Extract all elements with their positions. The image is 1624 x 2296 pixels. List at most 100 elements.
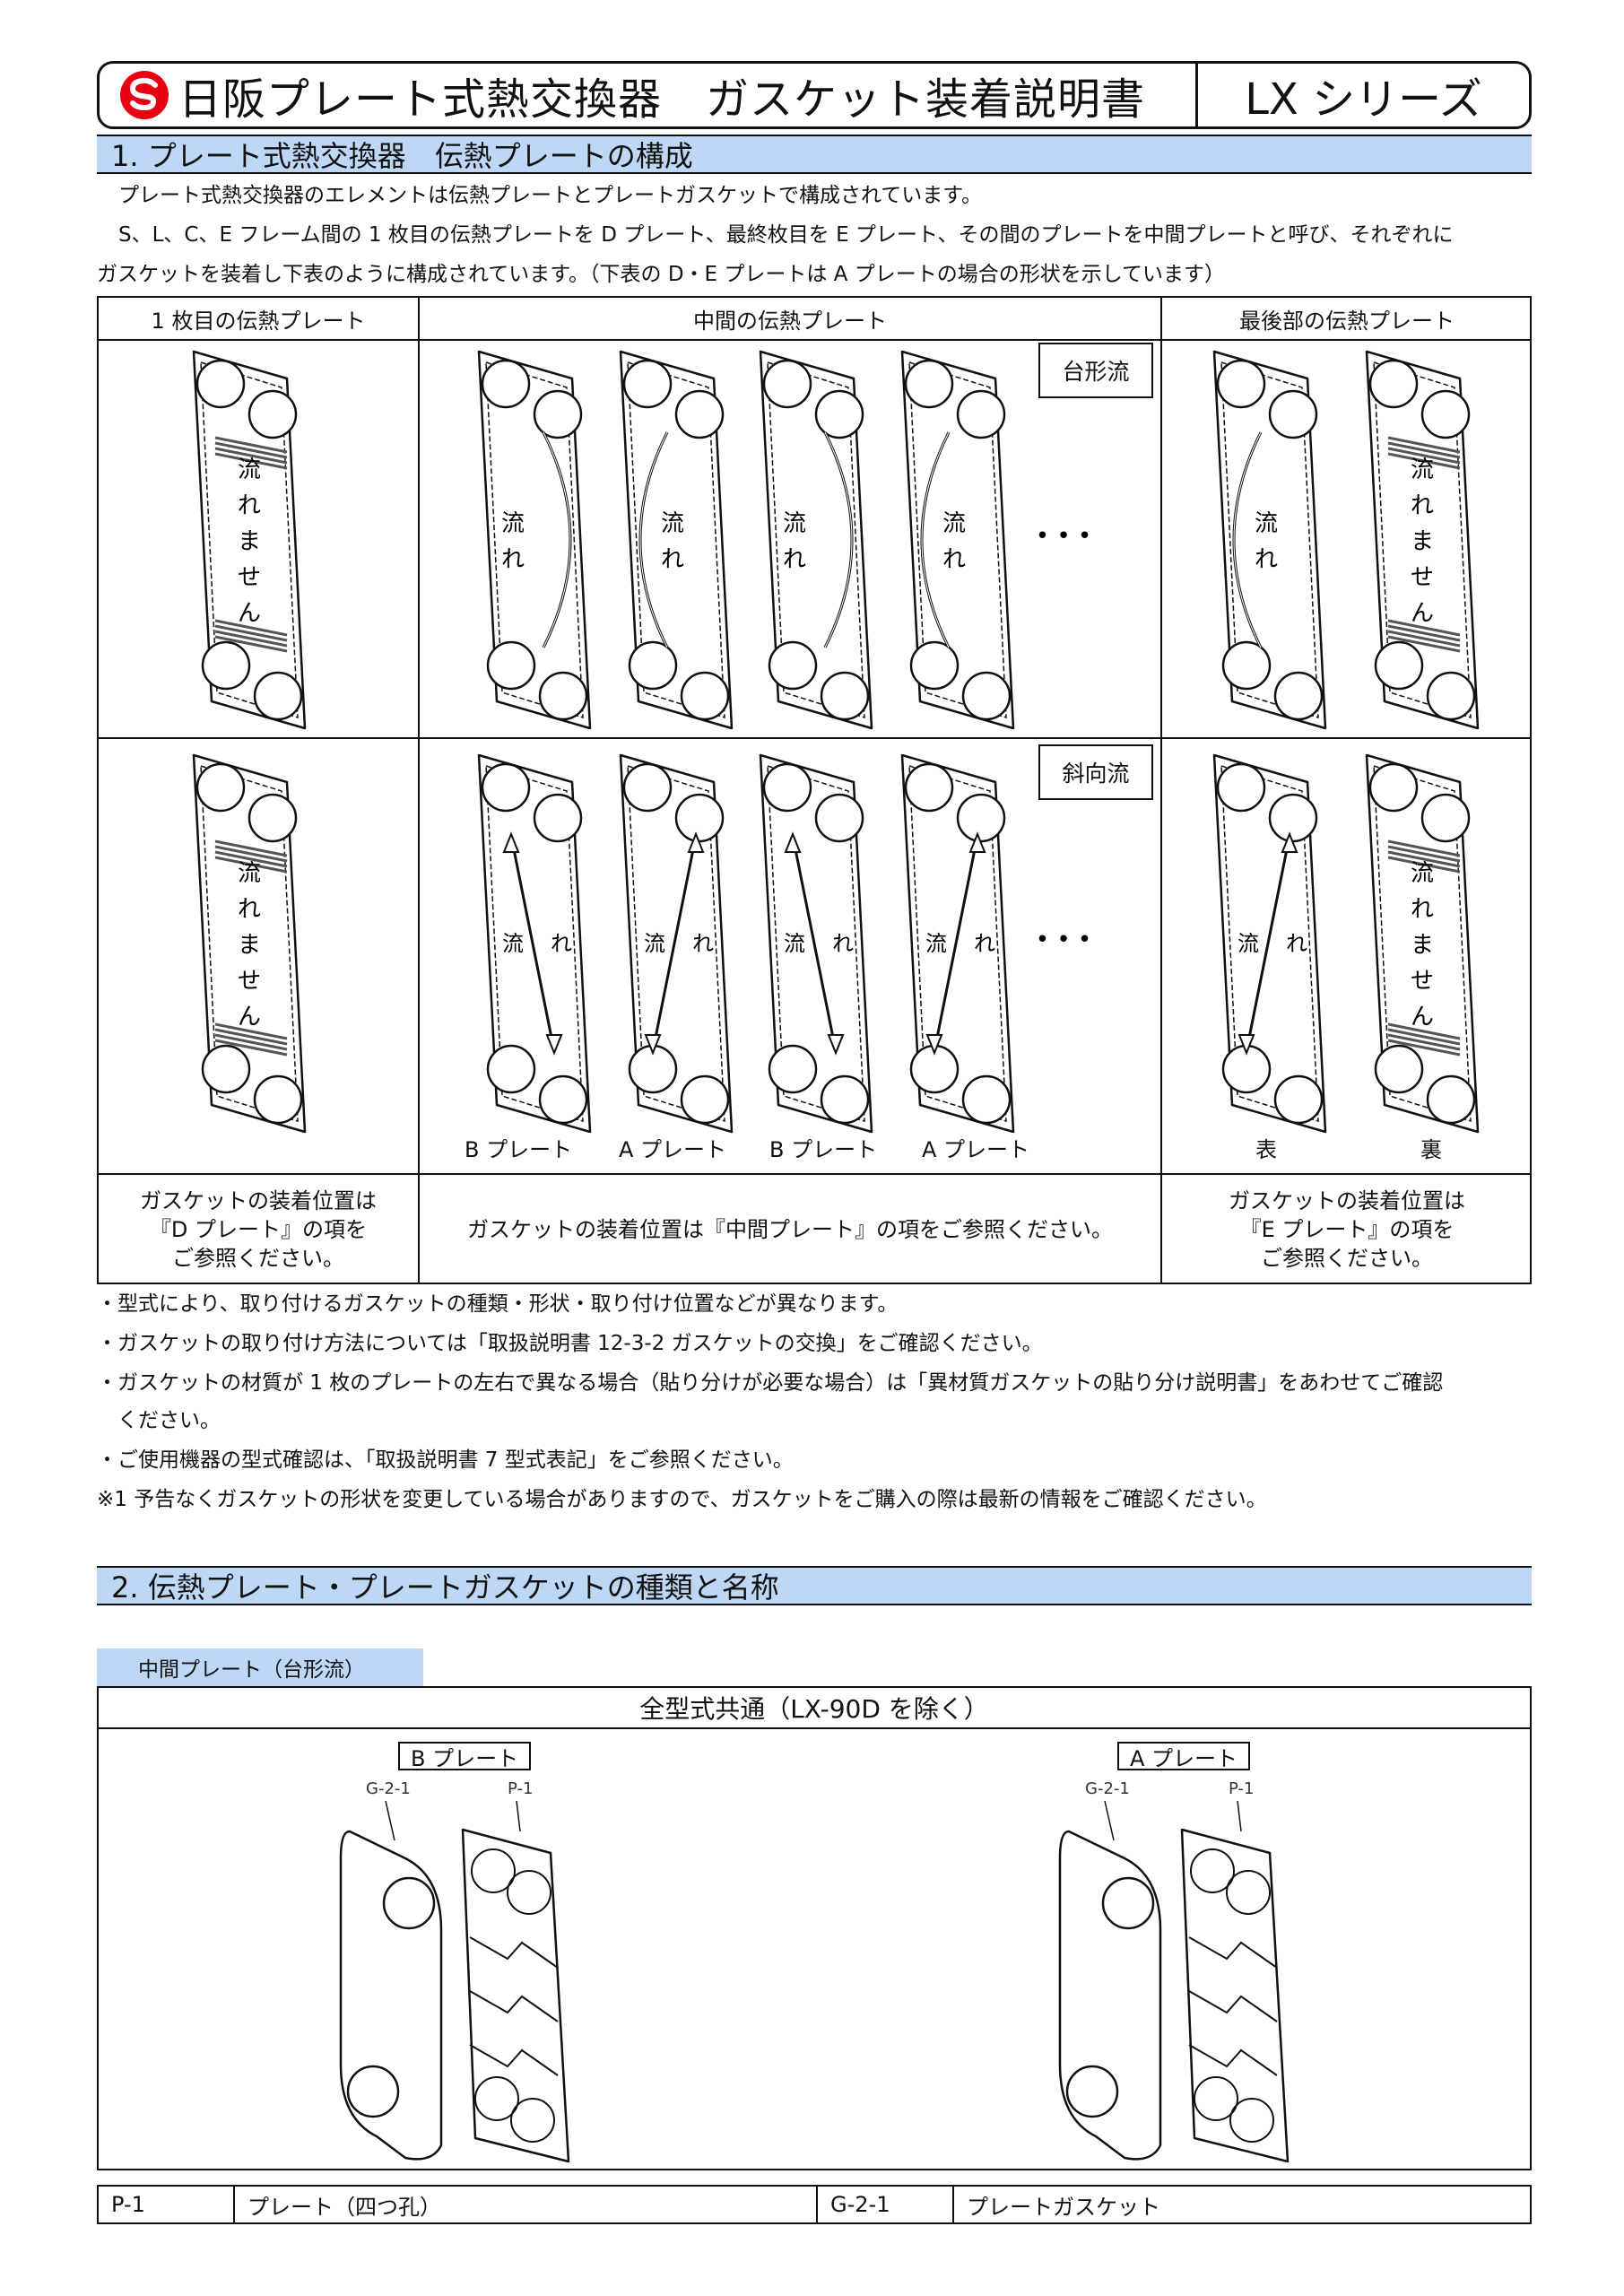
leader-line: [516, 1800, 521, 1832]
plate-four-hole: [1180, 1828, 1290, 2163]
no-flow-label: せ: [238, 564, 261, 591]
heat-transfer-plate: 流れ: [900, 753, 1015, 1134]
plate-label: B プレート: [465, 1137, 573, 1162]
legend-divider: [816, 2187, 818, 2222]
plate-diagrams: 流れません流れ流れ流れ流れ• • •流れ流れません流れません流れ流れ流れ流れ• …: [192, 350, 1480, 1134]
header-first-plate: 1 枚目の伝熱プレート: [151, 308, 366, 334]
intro-paragraph-2b: ガスケットを装着し下表のように構成されています。（下表の D・E プレートは A…: [97, 263, 1226, 286]
heat-transfer-plate: 流れ: [619, 753, 734, 1134]
no-flow-label: れ: [238, 896, 261, 923]
document-title: 日阪プレート式熱交換器 ガスケット装着説明書: [178, 74, 1146, 125]
plate-label: A プレート: [619, 1137, 727, 1162]
flow-label: れ: [832, 931, 854, 956]
flow-label: れ: [942, 546, 966, 573]
legend-name: プレートガスケット: [967, 2194, 1160, 2220]
note-middle-plate: ガスケットの装着位置は『中間プレート』の項をご参照ください。: [467, 1217, 1113, 1242]
intro-paragraph-2a: S、L、C、E フレーム間の 1 枚目の伝熱プレートを D プレート、最終枚目を…: [118, 223, 1454, 247]
no-flow-label: ん: [238, 1004, 261, 1031]
legend-divider: [233, 2187, 235, 2222]
b-plate-label: B プレート: [398, 1742, 532, 1771]
flow-label: 流: [502, 931, 524, 956]
leader-line: [1237, 1800, 1242, 1832]
note-first-plate: ガスケットの装着位置は 『D プレート』の項を ご参照ください。: [140, 1188, 377, 1271]
plate-configuration-table: 1 枚目の伝熱プレート 中間の伝熱プレート 最後部の伝熱プレート 台形流 斜向流…: [97, 296, 1532, 1284]
table-row-divider: [99, 1173, 1530, 1175]
no-flow-label: ん: [238, 600, 261, 627]
plate-code-label: P-1: [1229, 1779, 1255, 1798]
flow-type-tag-trapezoid: 台形流: [1038, 343, 1153, 398]
gasket-code-label: G-2-1: [366, 1779, 411, 1798]
no-flow-label: ま: [1411, 528, 1434, 555]
flow-label: 流: [501, 510, 525, 537]
plate-gasket: [339, 1830, 443, 2161]
no-flow-label: ん: [1411, 1004, 1434, 1031]
section1-heading: 1. プレート式熱交換器 伝熱プレートの構成: [97, 135, 1532, 174]
note-item: ・ガスケットの材質が 1 枚のプレートの左右で異なる場合（貼り分けが必要な場合）…: [97, 1371, 1444, 1395]
legend-code: P-1: [111, 2192, 145, 2217]
heat-transfer-plate: 流れ: [759, 350, 873, 730]
legend-divider: [952, 2187, 954, 2222]
note-item: ・型式により、取り付けるガスケットの種類・形状・取り付け位置などが異なります。: [97, 1292, 899, 1316]
heat-transfer-plate: 流れ: [1212, 753, 1327, 1134]
no-flow-label: れ: [238, 492, 261, 519]
table-row-divider: [99, 339, 1530, 341]
note-item: ください。: [97, 1409, 221, 1432]
parts-legend: P-1 プレート（四つ孔） G-2-1 プレートガスケット: [97, 2185, 1532, 2224]
flow-label: れ: [1255, 546, 1278, 573]
heat-transfer-plate: 流れ: [900, 350, 1015, 730]
no-flow-label: せ: [238, 968, 261, 995]
flow-label: 流: [644, 931, 665, 956]
no-flow-label: 流: [1411, 457, 1434, 483]
plate-gasket: [1058, 1830, 1162, 2161]
ellipsis: • • •: [1036, 523, 1092, 550]
note-item: ・ガスケットの取り付け方法については「取扱説明書 12-3-2 ガスケットの交換…: [97, 1332, 1043, 1355]
no-flow-label: せ: [1411, 968, 1434, 995]
intro-paragraph-1: プレート式熱交換器のエレメントは伝熱プレートとプレートガスケットで構成されていま…: [118, 184, 983, 207]
plate-code-label: P-1: [508, 1779, 534, 1798]
plate-label: B プレート: [769, 1137, 878, 1162]
parts-diagram-table: 全型式共通（LX-90D を除く） B プレート A プレート G-2-1 P-…: [97, 1686, 1532, 2170]
document-title-box: 日阪プレート式熱交換器 ガスケット装着説明書 LX シリーズ: [97, 61, 1532, 129]
flow-label: 流: [783, 510, 806, 537]
no-flow-label: 流: [1411, 860, 1434, 887]
heat-transfer-plate: 流れ: [477, 350, 592, 730]
heat-transfer-plate: 流れ: [1212, 350, 1327, 730]
no-flow-label: れ: [1411, 896, 1434, 923]
back-label: 裏: [1420, 1137, 1442, 1162]
ellipsis: • • •: [1036, 926, 1092, 953]
note-last-plate: ガスケットの装着位置は 『E プレート』の項を ご参照ください。: [1229, 1188, 1465, 1271]
no-flow-label: せ: [1411, 564, 1434, 591]
header-middle-plate: 中間の伝熱プレート: [693, 308, 887, 334]
no-flow-label: ま: [238, 932, 261, 959]
flow-label: れ: [974, 931, 995, 956]
flow-label: れ: [551, 931, 572, 956]
leader-line: [1104, 1800, 1115, 1841]
flow-label: 流: [942, 510, 966, 537]
subsection-tab: 中間プレート（台形流）: [97, 1648, 423, 1686]
note-item: ・ご使用機器の型式確認は、「取扱説明書 7 型式表記」をご参照ください。: [97, 1448, 794, 1472]
parts-diagrams: [339, 1800, 1290, 2163]
table-row-divider: [99, 737, 1530, 739]
flow-label: れ: [783, 546, 806, 573]
front-label: 表: [1255, 1137, 1277, 1162]
no-flow-label: 流: [238, 860, 261, 887]
table-col-divider: [418, 298, 420, 1283]
a-plate-label: A プレート: [1117, 1742, 1251, 1771]
flow-type-tag-diagonal: 斜向流: [1038, 744, 1153, 800]
flow-label: 流: [1255, 510, 1278, 537]
heat-transfer-plate: 流れ: [477, 753, 592, 1134]
no-flow-label: ま: [238, 528, 261, 555]
no-flow-label: 流: [238, 457, 261, 483]
plate-four-hole: [461, 1828, 570, 2163]
legend-code: G-2-1: [830, 2192, 890, 2217]
plate-label: A プレート: [922, 1137, 1030, 1162]
table-col-divider: [1160, 298, 1162, 1283]
parts-table-title: 全型式共通（LX-90D を除く）: [99, 1688, 1530, 1729]
leader-line: [385, 1800, 395, 1841]
heat-transfer-plate: 流れ: [759, 753, 873, 1134]
flow-label: れ: [692, 931, 714, 956]
flow-label: 流: [1238, 931, 1259, 956]
